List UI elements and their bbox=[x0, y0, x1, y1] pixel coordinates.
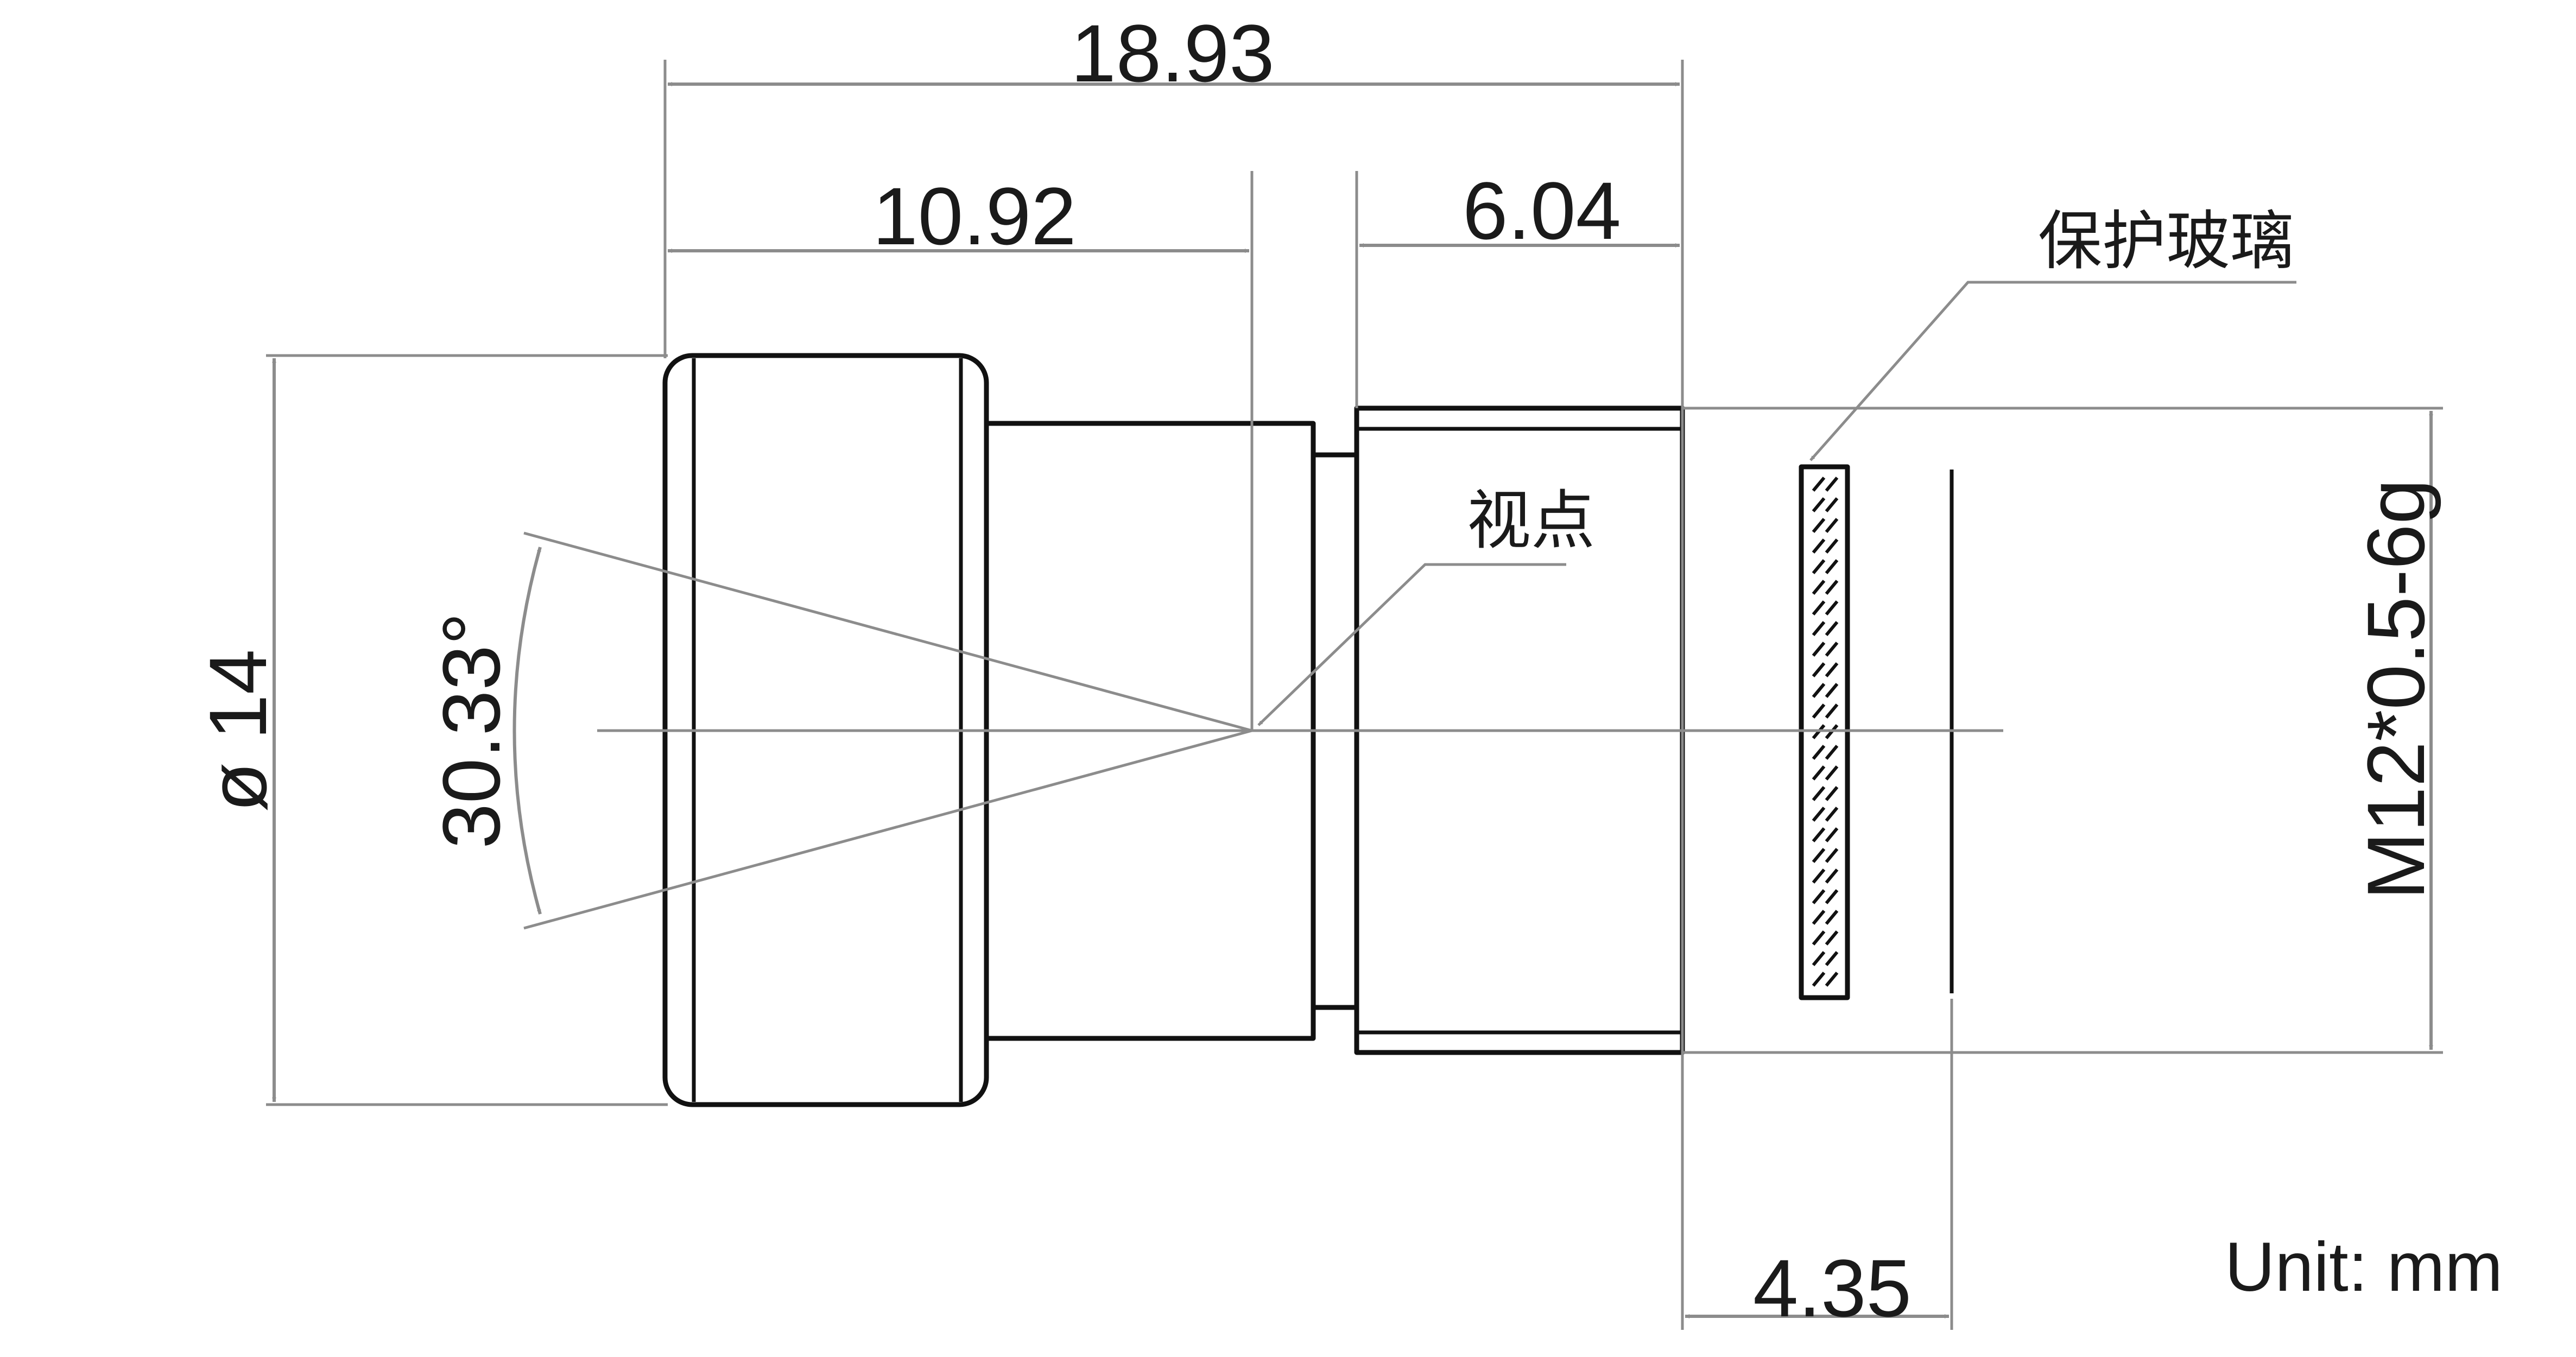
hatch-mark bbox=[1825, 807, 1839, 822]
hatch-mark bbox=[1812, 538, 1826, 554]
protective-glass bbox=[1799, 464, 1850, 1000]
hatch-mark bbox=[1825, 580, 1839, 595]
dim-outer-diameter: ø 14 bbox=[192, 649, 283, 812]
hatch-mark bbox=[1812, 951, 1826, 966]
hatch-mark bbox=[1812, 807, 1826, 822]
hatch-mark bbox=[1812, 889, 1826, 904]
hatch-mark bbox=[1812, 580, 1826, 595]
hatch-mark bbox=[1812, 827, 1826, 842]
hatch-mark bbox=[1825, 683, 1839, 698]
hatch-mark bbox=[1825, 477, 1839, 492]
dim-thread-length: 6.04 bbox=[1463, 165, 1621, 256]
leader-viewpoint bbox=[1257, 563, 1566, 726]
hatch-mark bbox=[1812, 600, 1826, 616]
hatch-mark bbox=[1825, 889, 1839, 904]
hatch-mark bbox=[1812, 910, 1826, 925]
hatch-mark bbox=[1812, 621, 1826, 636]
hatch-mark bbox=[1825, 827, 1839, 842]
hatch-mark bbox=[1825, 972, 1839, 987]
hatch-mark bbox=[1812, 497, 1826, 512]
hatch-mark bbox=[1825, 703, 1839, 719]
dim-back-distance: 4.35 bbox=[1753, 1242, 1912, 1334]
glass-hatch bbox=[1812, 477, 1839, 987]
field-ray-lower bbox=[523, 729, 1252, 930]
hatch-mark bbox=[1812, 683, 1826, 698]
hatch-mark bbox=[1812, 745, 1826, 760]
field-angle-label: 30.33° bbox=[426, 612, 517, 848]
hatch-mark bbox=[1812, 972, 1826, 987]
unit-note: Unit: mm bbox=[2225, 1228, 2503, 1306]
hatch-mark bbox=[1825, 910, 1839, 925]
hatch-mark bbox=[1825, 642, 1839, 657]
field-ray-upper bbox=[523, 531, 1252, 732]
callout-protective-glass: 保护玻璃 bbox=[2038, 204, 2294, 278]
hatch-mark bbox=[1812, 559, 1826, 574]
hatch-mark bbox=[1825, 786, 1839, 801]
hatch-mark bbox=[1825, 497, 1839, 512]
dim-overall-length: 18.93 bbox=[1071, 8, 1274, 99]
hatch-mark bbox=[1812, 662, 1826, 677]
leader-protective-glass bbox=[1809, 281, 2296, 461]
dim-thread-spec: M12*0.5-6g bbox=[2350, 479, 2441, 900]
hatch-mark bbox=[1825, 951, 1839, 966]
hatch-mark bbox=[1825, 848, 1839, 863]
hatch-mark bbox=[1825, 930, 1839, 946]
hatch-mark bbox=[1825, 538, 1839, 554]
hatch-mark bbox=[1825, 600, 1839, 616]
hatch-mark bbox=[1825, 621, 1839, 636]
hatch-mark bbox=[1825, 662, 1839, 677]
hatch-mark bbox=[1812, 518, 1826, 533]
hatch-mark bbox=[1812, 786, 1826, 801]
hatch-mark bbox=[1825, 518, 1839, 533]
hatch-mark bbox=[1812, 765, 1826, 781]
hatch-mark bbox=[1825, 765, 1839, 781]
field-angle-arc bbox=[512, 547, 542, 915]
hatch-mark bbox=[1825, 559, 1839, 574]
hatch-mark bbox=[1812, 703, 1826, 719]
hatch-mark bbox=[1825, 745, 1839, 760]
hatch-mark bbox=[1812, 477, 1826, 492]
hatch-mark bbox=[1812, 930, 1826, 946]
callout-viewpoint: 视点 bbox=[1467, 483, 1595, 558]
hatch-mark bbox=[1812, 868, 1826, 884]
hatch-mark bbox=[1825, 868, 1839, 884]
dim-to-viewpoint: 10.92 bbox=[872, 170, 1076, 262]
hatch-mark bbox=[1812, 642, 1826, 657]
hatch-mark bbox=[1812, 848, 1826, 863]
